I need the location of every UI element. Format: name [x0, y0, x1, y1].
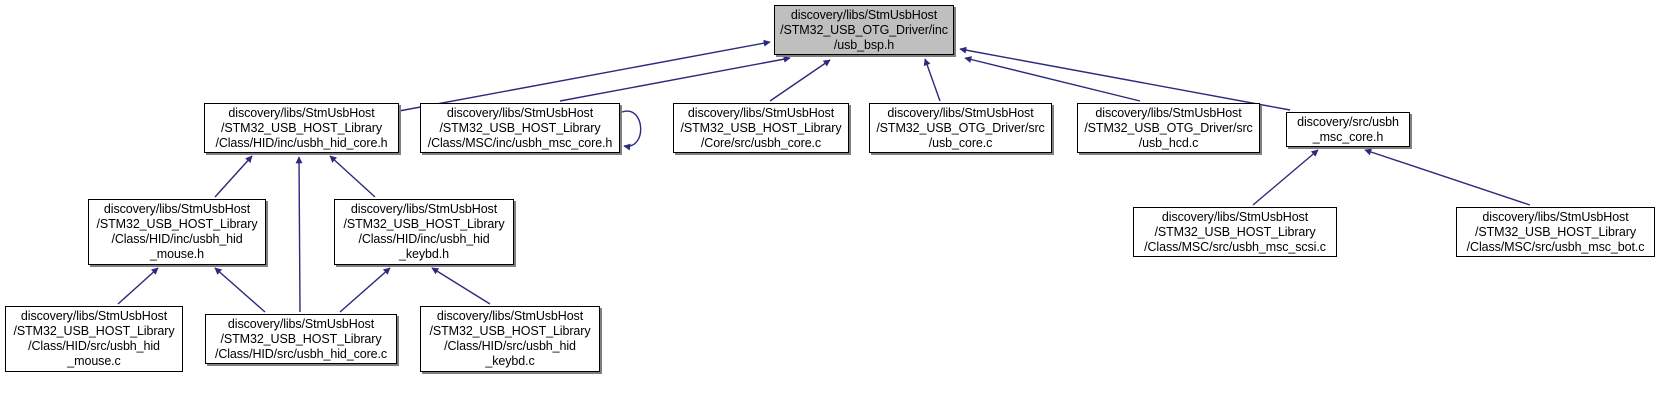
edge-hid-core-h-to-usb-bsp-h: [398, 39, 771, 112]
node-usb-bsp-h[interactable]: discovery/libs/StmUsbHost /STM32_USB_OTG…: [774, 5, 954, 55]
edge-hid-core-c-to-hid-mouse-h: [214, 267, 266, 313]
edge-hid-mouse-h-to-hid-core-h: [214, 155, 253, 198]
node-label: discovery/libs/StmUsbHost /STM32_USB_HOS…: [427, 105, 613, 150]
node-label: discovery/libs/StmUsbHost /STM32_USB_HOS…: [215, 105, 388, 150]
node-usb-hcd-c[interactable]: discovery/libs/StmUsbHost /STM32_USB_OTG…: [1077, 103, 1260, 153]
node-usbh-hid-keybd-c[interactable]: discovery/libs/StmUsbHost /STM32_USB_HOS…: [420, 306, 600, 372]
node-label: discovery/libs/StmUsbHost /STM32_USB_HOS…: [429, 309, 591, 368]
node-label: discovery/libs/StmUsbHost /STM32_USB_HOS…: [1144, 209, 1326, 254]
edge-hid-mouse-c-to-hid-mouse-h: [117, 267, 159, 305]
edge-hid-keybd-h-to-hid-core-h: [329, 155, 376, 198]
edge-msc-bot-c-to-src-msc-core-h: [1364, 148, 1531, 206]
node-usbh-msc-core-h[interactable]: discovery/libs/StmUsbHost /STM32_USB_HOS…: [420, 103, 620, 153]
node-usbh-msc-scsi-c[interactable]: discovery/libs/StmUsbHost /STM32_USB_HOS…: [1133, 207, 1337, 257]
node-label: discovery/libs/StmUsbHost /STM32_USB_HOS…: [343, 202, 505, 261]
node-label: discovery/src/usbh _msc_core.h: [1297, 114, 1399, 144]
node-usbh-hid-mouse-h[interactable]: discovery/libs/StmUsbHost /STM32_USB_HOS…: [88, 199, 266, 265]
node-label: discovery/libs/StmUsbHost /STM32_USB_HOS…: [13, 309, 175, 368]
edge-msc-scsi-c-to-src-msc-core-h: [1252, 149, 1319, 206]
edge-hid-core-c-to-hid-keybd-h: [339, 267, 391, 313]
node-usbh-hid-keybd-h[interactable]: discovery/libs/StmUsbHost /STM32_USB_HOS…: [334, 199, 514, 265]
edge-usbh-core-c-to-usb-bsp-h: [769, 59, 831, 102]
node-usbh-hid-mouse-c[interactable]: discovery/libs/StmUsbHost /STM32_USB_HOS…: [5, 306, 183, 372]
edge-usb-hcd-c-to-usb-bsp-h: [964, 56, 1141, 102]
edge-src-msc-core-h-to-usb-bsp-h: [959, 46, 1291, 111]
node-label: discovery/libs/StmUsbHost /STM32_USB_HOS…: [1466, 209, 1645, 254]
edge-hid-core-c-to-hid-core-h: [295, 156, 303, 313]
node-label: discovery/libs/StmUsbHost /STM32_USB_HOS…: [96, 202, 258, 261]
node-label: discovery/libs/StmUsbHost /STM32_USB_OTG…: [876, 105, 1045, 150]
node-usbh-core-c[interactable]: discovery/libs/StmUsbHost /STM32_USB_HOS…: [673, 103, 849, 153]
node-label: discovery/libs/StmUsbHost /STM32_USB_OTG…: [780, 7, 948, 52]
node-src-usbh-msc-core-h[interactable]: discovery/src/usbh _msc_core.h: [1286, 112, 1410, 147]
edge-usb-core-c-to-usb-bsp-h: [923, 58, 941, 102]
node-label: discovery/libs/StmUsbHost /STM32_USB_HOS…: [214, 316, 388, 361]
node-label: discovery/libs/StmUsbHost /STM32_USB_HOS…: [680, 105, 842, 150]
node-usb-core-c[interactable]: discovery/libs/StmUsbHost /STM32_USB_OTG…: [869, 103, 1052, 153]
edge-msc-core-h-to-usb-bsp-h: [559, 55, 791, 102]
node-usbh-msc-bot-c[interactable]: discovery/libs/StmUsbHost /STM32_USB_HOS…: [1456, 207, 1655, 257]
node-usbh-hid-core-h[interactable]: discovery/libs/StmUsbHost /STM32_USB_HOS…: [204, 103, 399, 153]
node-label: discovery/libs/StmUsbHost /STM32_USB_OTG…: [1084, 105, 1253, 150]
node-usbh-hid-core-c[interactable]: discovery/libs/StmUsbHost /STM32_USB_HOS…: [205, 314, 397, 364]
edge-msc-core-h-self-loop: [621, 110, 642, 151]
edge-hid-keybd-c-to-hid-keybd-h: [431, 267, 491, 305]
